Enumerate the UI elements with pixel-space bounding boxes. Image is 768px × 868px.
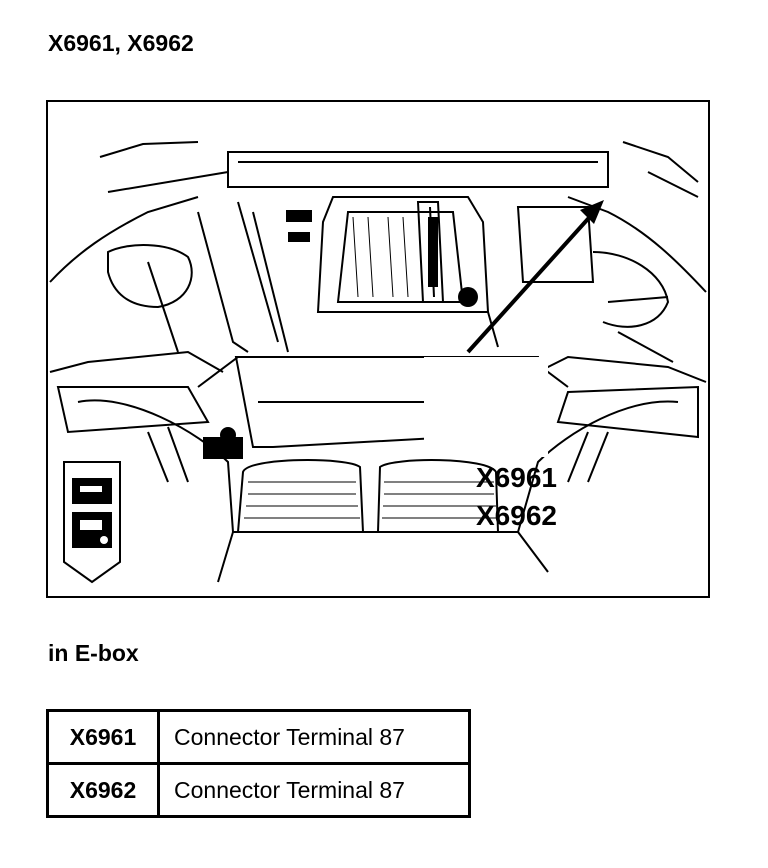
connector-code: X6962 bbox=[46, 762, 160, 818]
connector-table: X6961 Connector Terminal 87 X6962 Connec… bbox=[46, 709, 471, 818]
location-label: in E-box bbox=[48, 640, 139, 666]
table-row: X6962 Connector Terminal 87 bbox=[46, 762, 471, 818]
callout-x6961: X6961 bbox=[476, 462, 557, 493]
connector-description: Connector Terminal 87 bbox=[157, 762, 471, 818]
connector-description: Connector Terminal 87 bbox=[157, 709, 471, 765]
engine-bay-illustration bbox=[49, 141, 707, 584]
engine-bay-diagram: X6961 X6962 183004 bbox=[46, 100, 710, 598]
connector-code: X6961 bbox=[46, 709, 160, 765]
callout-x6962: X6962 bbox=[476, 500, 557, 531]
car-front-location-icon bbox=[63, 461, 121, 584]
table-row: X6961 Connector Terminal 87 bbox=[46, 709, 471, 765]
page-title: X6961, X6962 bbox=[48, 30, 194, 56]
